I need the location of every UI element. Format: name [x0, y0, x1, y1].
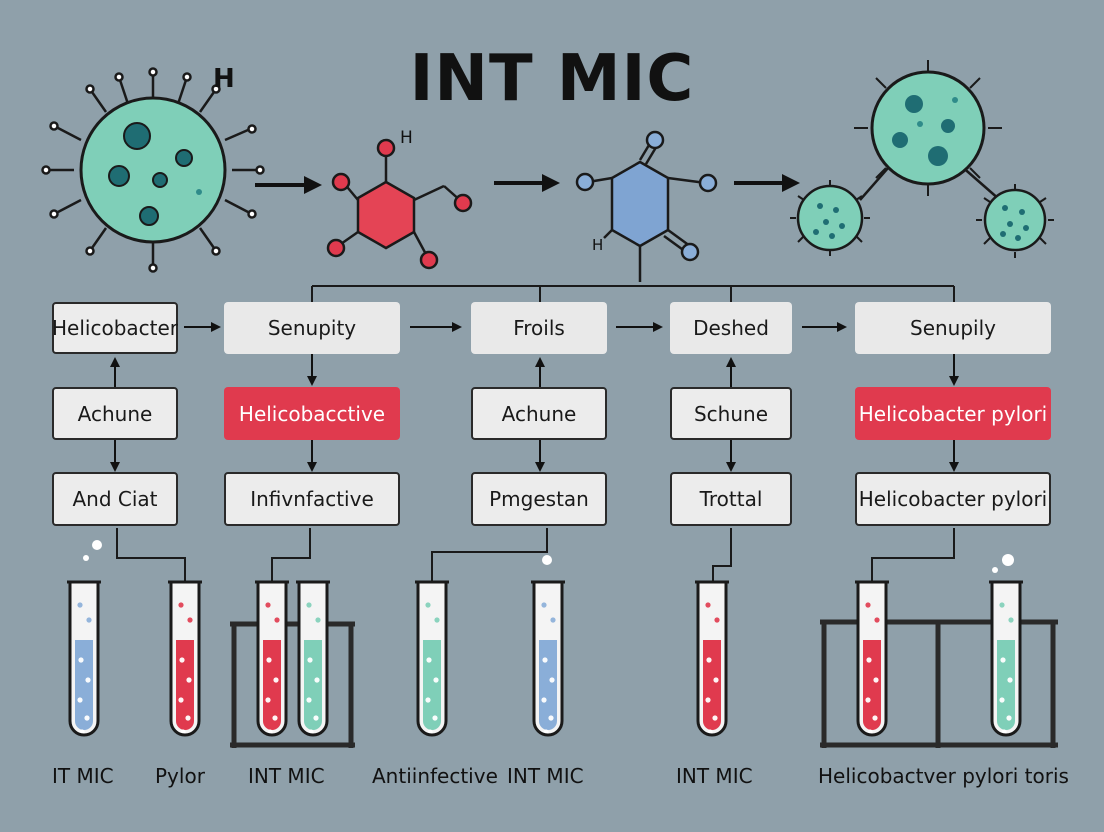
- test-tube-3: [255, 580, 289, 737]
- row1-box-4: Deshed: [670, 302, 792, 354]
- distribution-lines: [311, 285, 955, 302]
- row2-box-2: Helicobacctive: [224, 387, 400, 440]
- row3-box-5: Helicobacter pylori: [855, 472, 1051, 526]
- bottom-label-1: IT MIC: [52, 764, 114, 788]
- test-tube-7: [695, 580, 729, 737]
- row1-box-1: Helicobacter: [52, 302, 178, 354]
- test-tube-8: [855, 580, 889, 737]
- row2-box-1: Achune: [52, 387, 178, 440]
- test-tube-4: [296, 580, 330, 737]
- molecule1-atom-label: H: [400, 128, 413, 148]
- test-tube-6: [531, 580, 565, 737]
- row2-box-3: Achune: [471, 387, 607, 440]
- diagram-title: INT MIC: [409, 42, 695, 116]
- row2-box-4: Schune: [670, 387, 792, 440]
- test-tube-rack-right: [820, 619, 1058, 748]
- row3-box-3: Pmgestan: [471, 472, 607, 526]
- row1-box-5: Senupily: [855, 302, 1051, 354]
- bottom-label-7: Helicobactver pylori toris: [818, 764, 1069, 788]
- bottom-label-4: Antiinfective: [372, 764, 498, 788]
- row2-box-5: Helicobacter pylori: [855, 387, 1051, 440]
- bottom-label-6: INT MIC: [676, 764, 753, 788]
- tube-connectors: [116, 528, 955, 582]
- test-tube-1: [67, 580, 101, 737]
- molecule2-atom-label: H: [592, 236, 604, 254]
- bottom-label-5: INT MIC: [507, 764, 584, 788]
- vertical-arrows: [110, 354, 959, 472]
- test-tube-2: [168, 580, 202, 737]
- row3-box-2: Infivnfactive: [224, 472, 400, 526]
- blue-molecule-icon: [575, 130, 718, 282]
- row1-box-3: Froils: [471, 302, 607, 354]
- test-tubes: [67, 580, 1023, 737]
- bottom-label-2: Pylor: [155, 764, 205, 788]
- bubbles: [83, 540, 1014, 573]
- test-tube-5: [415, 580, 449, 737]
- microbe-cluster-icon: [790, 60, 1054, 258]
- large-microbe-icon: [41, 67, 265, 273]
- test-tube-rack-left: [230, 621, 355, 748]
- bottom-label-3: INT MIC: [248, 764, 325, 788]
- microbe-atom-label: H: [213, 64, 235, 94]
- test-tube-9: [989, 580, 1023, 737]
- row3-box-1: And Ciat: [52, 472, 178, 526]
- row3-box-4: Trottal: [670, 472, 792, 526]
- red-molecule-icon: [326, 138, 473, 270]
- row1-box-2: Senupity: [224, 302, 400, 354]
